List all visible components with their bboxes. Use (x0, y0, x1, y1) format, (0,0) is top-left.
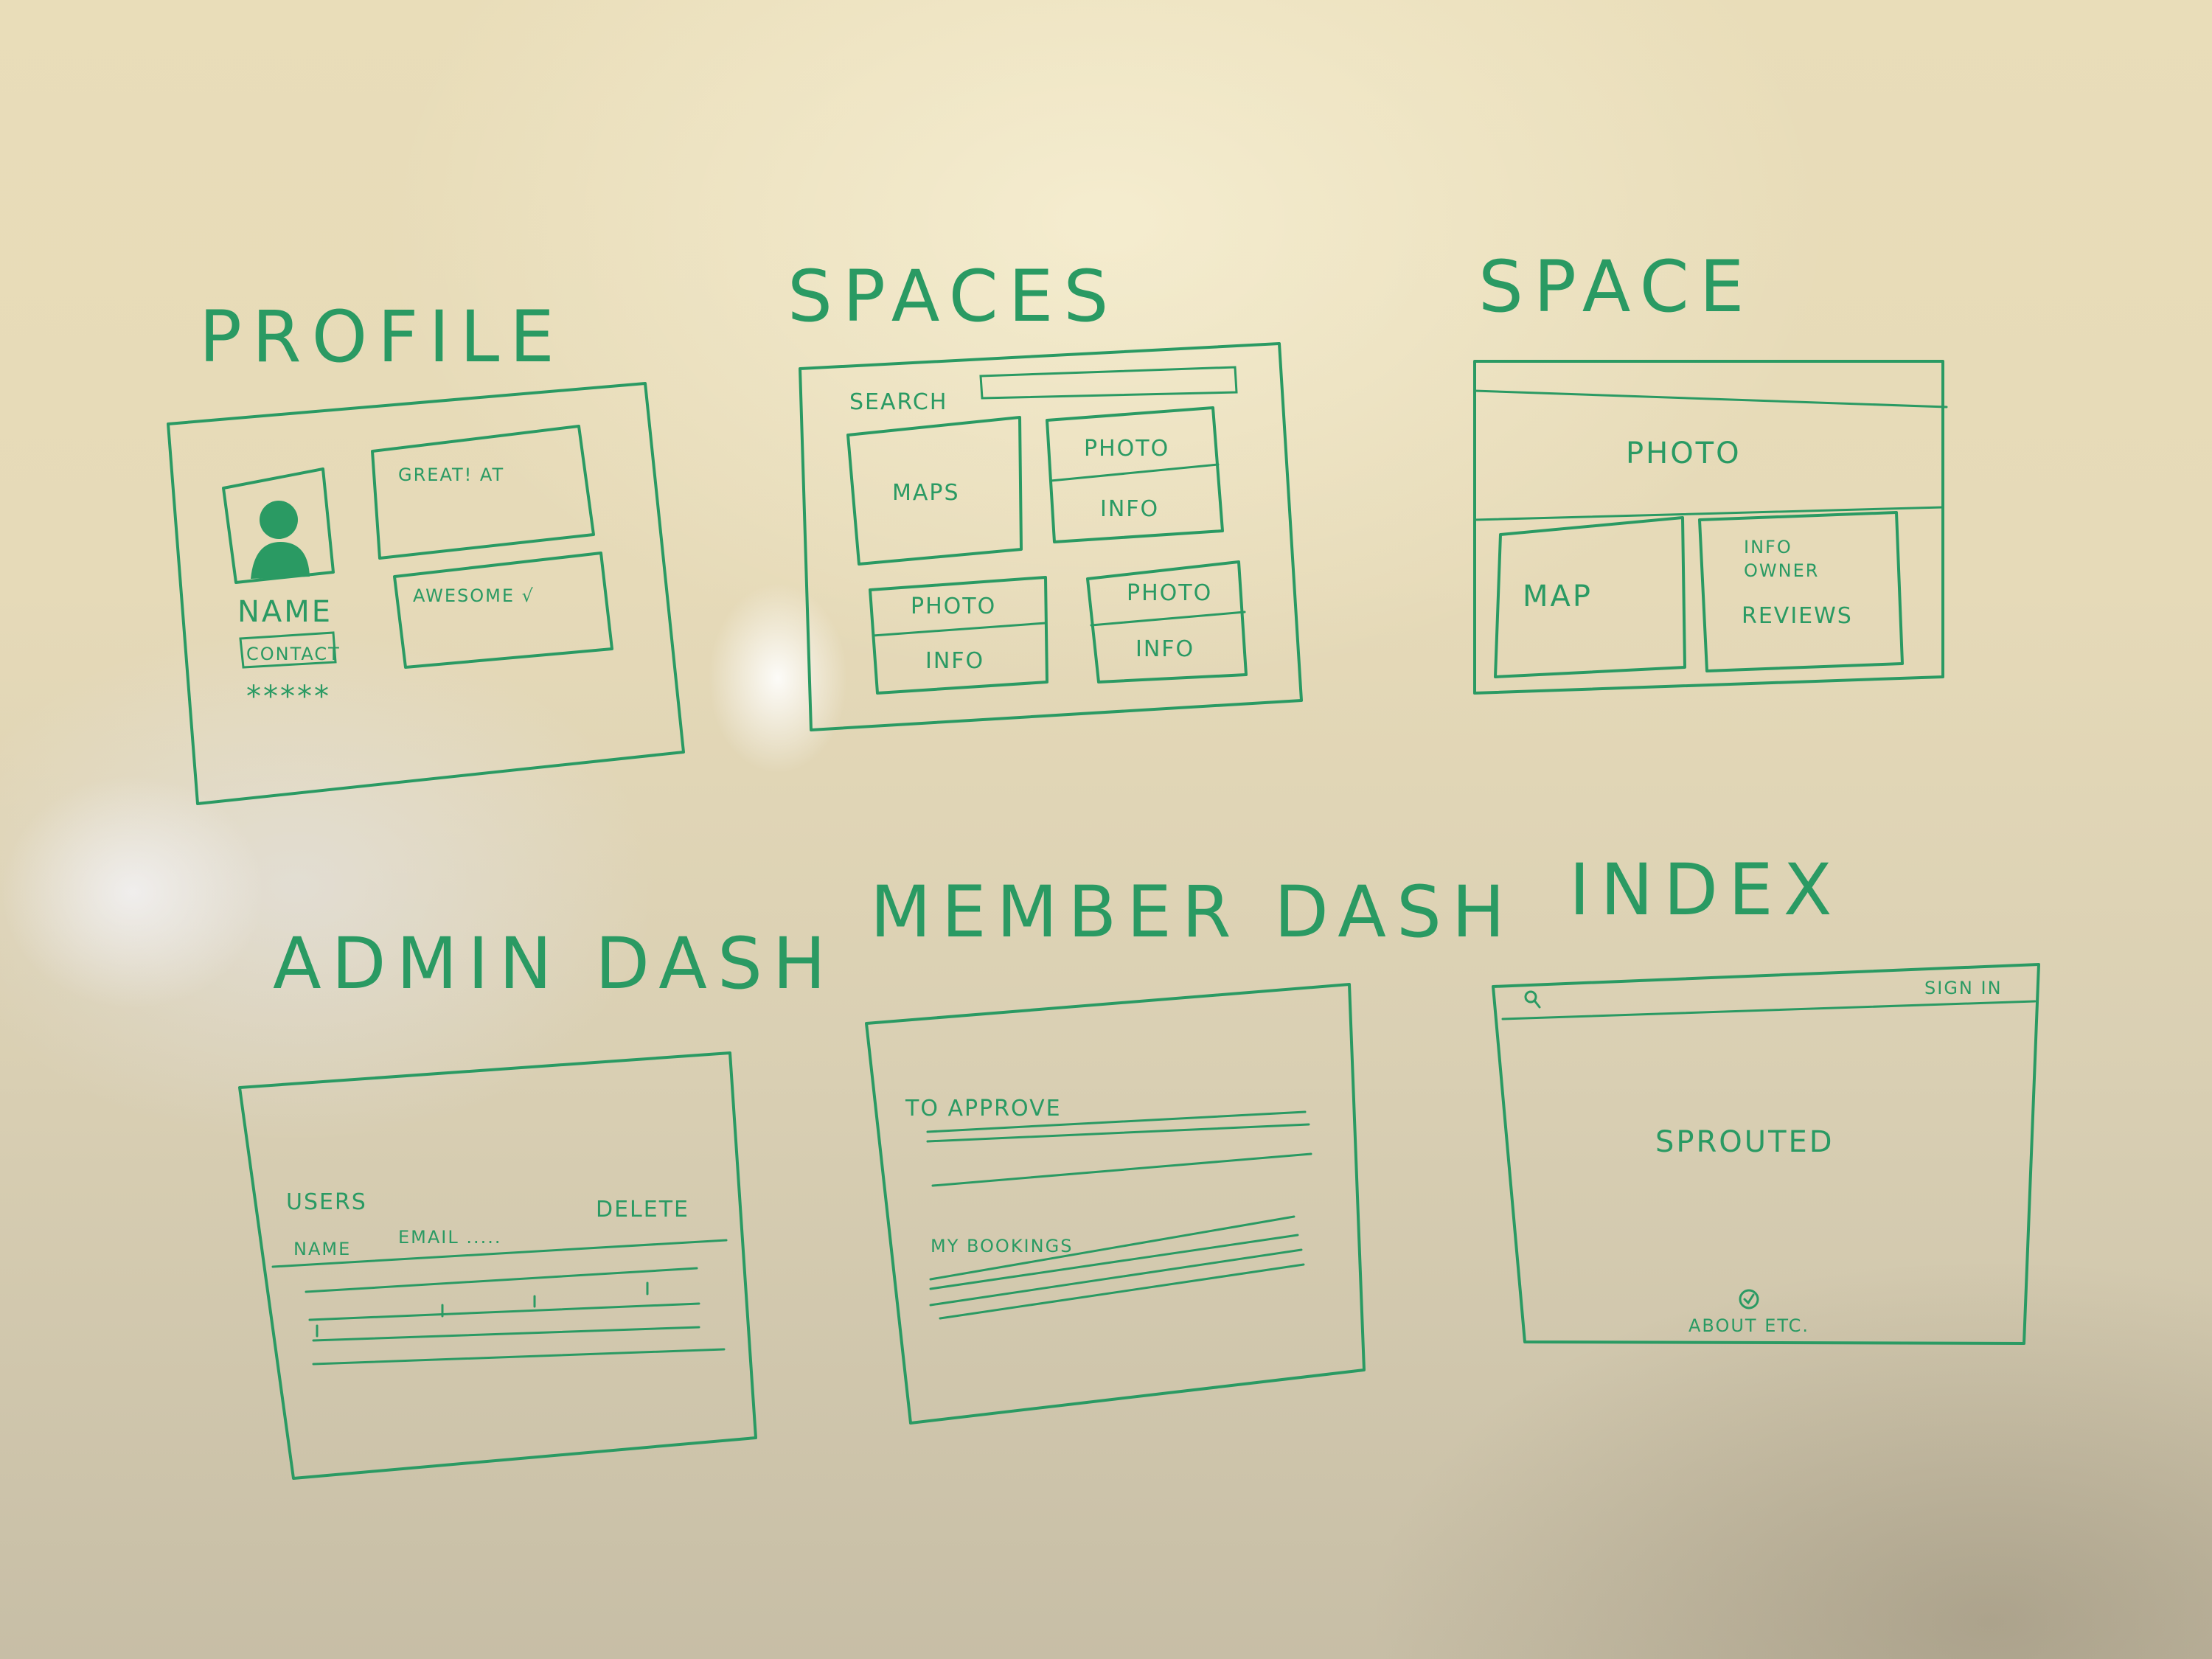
admin-dash-row (312, 1348, 726, 1366)
admin-dash-sketch: ADMIN DASH USERS NAME EMAIL ..... DELETE (238, 922, 836, 1480)
spaces-card-1-info: INFO (1100, 496, 1159, 522)
profile-contact-button-frame (239, 631, 337, 669)
profile-great-at-label: GREAT! AT (398, 465, 504, 485)
person-icon (251, 501, 310, 579)
profile-sketch: PROFILE NAME CONTACT ***** GREAT! AT AWE… (167, 296, 685, 805)
spaces-frame (799, 342, 1303, 731)
member-dash-title: MEMBER DASH (870, 871, 1515, 953)
member-dash-approve-row (926, 1110, 1307, 1133)
index-frame (1492, 963, 2040, 1345)
space-map-box (1494, 516, 1686, 678)
admin-dash-col-name: NAME (293, 1239, 351, 1259)
profile-name: NAME (237, 595, 333, 629)
spaces-search-input (979, 366, 1238, 400)
space-frame (1473, 360, 1944, 695)
space-reviews-label: REVIEWS (1742, 603, 1853, 629)
spaces-card-2 (869, 576, 1048, 695)
member-dash-frame (865, 983, 1366, 1425)
admin-dash-col-delete: DELETE (596, 1197, 689, 1222)
space-map-label: MAP (1523, 580, 1593, 613)
profile-contact-button: CONTACT (246, 644, 341, 664)
spaces-card-2-photo: PHOTO (911, 594, 996, 619)
member-dash-booking-row (939, 1263, 1305, 1320)
profile-rating: ***** (246, 680, 331, 714)
admin-dash-frame (238, 1051, 757, 1480)
space-owner-label: OWNER (1744, 560, 1819, 581)
admin-dash-row (312, 1326, 700, 1342)
spaces-card-3-photo: PHOTO (1127, 580, 1212, 606)
index-sketch: INDEX SIGN IN SPROUTED ABOUT ETC. (1492, 849, 2040, 1345)
member-dash-booking-row (929, 1215, 1295, 1281)
index-brand: SPROUTED (1655, 1125, 1834, 1159)
profile-box-awesome (393, 552, 613, 669)
search-icon (1524, 990, 1541, 1009)
space-title: SPACE (1478, 246, 1754, 328)
member-dash-approve-row (931, 1152, 1312, 1187)
member-dash-to-approve-label: TO APPROVE (905, 1096, 1062, 1121)
spaces-maps-box (846, 416, 1023, 566)
admin-dash-users-label: USERS (286, 1189, 367, 1215)
index-title: INDEX (1569, 849, 1842, 931)
profile-box-great-at (371, 425, 595, 560)
spaces-card-3-info: INFO (1135, 636, 1194, 662)
profile-avatar-frame (222, 467, 335, 584)
spaces-card-2-info: INFO (925, 648, 984, 674)
index-footer-links: ABOUT ETC. (1688, 1315, 1809, 1336)
admin-dash-row (305, 1267, 698, 1293)
spaces-search-label: SEARCH (849, 389, 947, 415)
space-info-label: INFO (1744, 537, 1792, 557)
member-dash-booking-row (929, 1234, 1299, 1290)
admin-dash-col-email: EMAIL ..... (398, 1227, 502, 1248)
member-dash-bookings-label: MY BOOKINGS (931, 1236, 1073, 1256)
admin-dash-title: ADMIN DASH (273, 922, 836, 1005)
member-dash-approve-row (926, 1123, 1310, 1143)
member-dash-sketch: MEMBER DASH TO APPROVE MY BOOKINGS (865, 871, 1515, 1425)
spaces-card-1 (1046, 406, 1224, 543)
profile-awesome-label: AWESOME √ (413, 585, 535, 606)
circle-icon (1739, 1289, 1759, 1310)
spaces-maps-label: MAPS (892, 480, 960, 506)
index-sign-in-link: SIGN IN (1924, 978, 2003, 998)
spaces-card-1-photo: PHOTO (1084, 436, 1169, 462)
spaces-card-3 (1086, 560, 1248, 684)
space-photo-label: PHOTO (1626, 437, 1742, 470)
profile-title: PROFILE (199, 296, 565, 378)
space-info-box (1698, 511, 1904, 672)
space-sketch: SPACE PHOTO MAP INFO OWNER REVIEWS (1473, 246, 1948, 695)
spaces-title: SPACES (787, 255, 1119, 338)
member-dash-booking-row (929, 1248, 1303, 1307)
spaces-sketch: SPACES SEARCH MAPS PHOTO INFO PHOTO INFO… (787, 255, 1303, 731)
admin-dash-row (308, 1302, 700, 1321)
profile-frame (167, 382, 685, 805)
